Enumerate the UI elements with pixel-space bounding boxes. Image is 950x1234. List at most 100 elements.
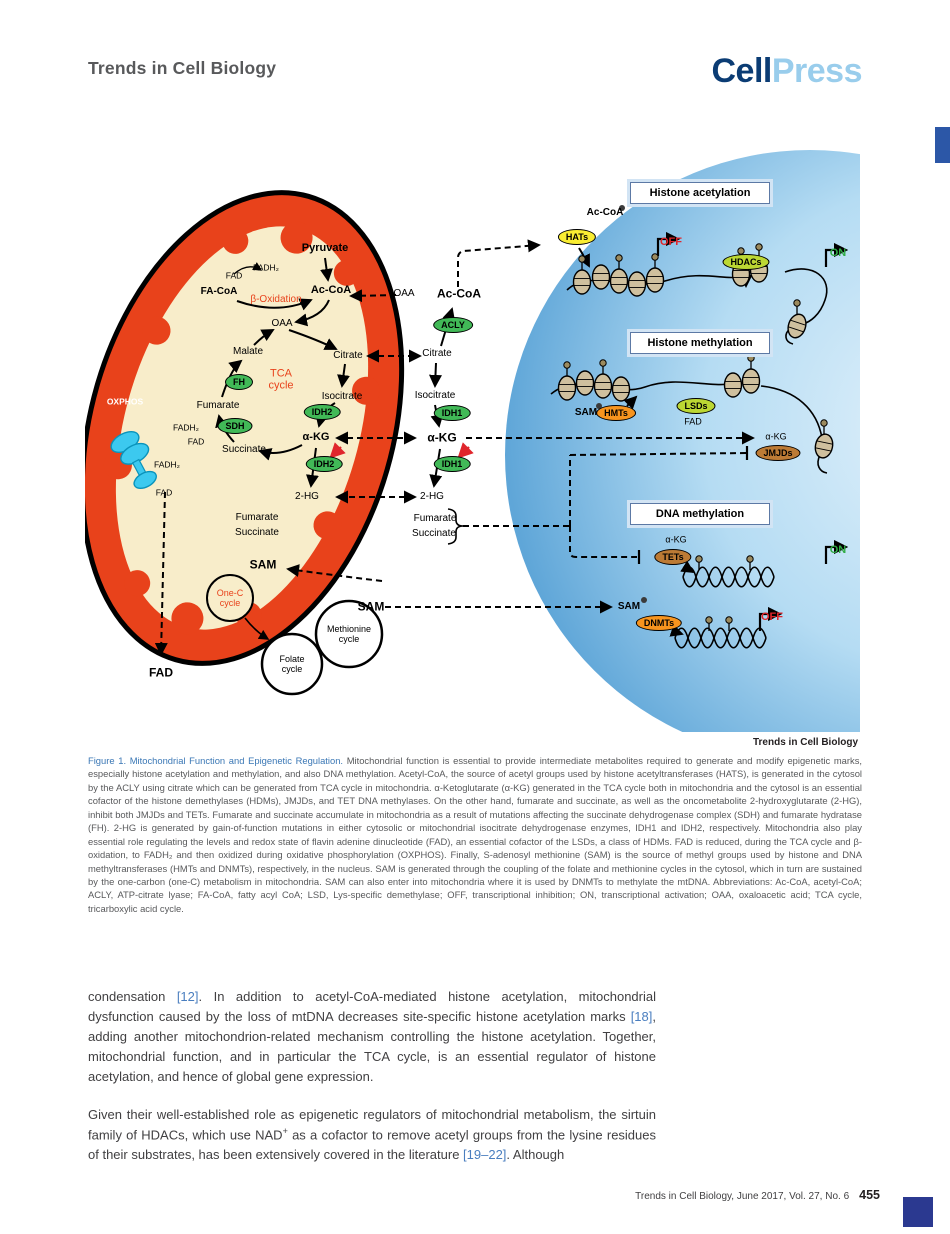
label-akg-jmjds: α-KG <box>765 431 787 442</box>
label-oxphos: OXPHOS <box>106 396 144 407</box>
label-off-acetylation: OFF <box>660 236 682 249</box>
label-succinate-mito: Succinate <box>222 443 266 455</box>
label-fad-mito-2: FAD <box>187 436 205 447</box>
enzyme-idh1-b: IDH1 <box>433 456 471 472</box>
p1-text: condensation <box>88 989 177 1004</box>
figure-1-diagram: Histone acetylation Histone methylation … <box>85 140 860 732</box>
label-akg-cytosol: α-KG <box>427 430 457 445</box>
label-fumarate-mito: Fumarate <box>196 399 240 411</box>
label-folate-cycle: Folate cycle <box>279 653 305 674</box>
label-pyruvate: Pyruvate <box>301 242 349 255</box>
label-fad-mito-3: FAD <box>155 487 173 498</box>
label-succinate-cytosol: Succinate <box>412 527 456 539</box>
label-fad-mito: FAD <box>225 270 243 281</box>
figure-svg <box>85 150 860 732</box>
label-sam-mito: SAM <box>249 557 277 572</box>
enzyme-hdacs: HDACs <box>722 254 770 270</box>
enzyme-idh1-a: IDH1 <box>433 405 471 421</box>
label-fumarate-mito-2: Fumarate <box>235 511 279 523</box>
label-malate: Malate <box>232 345 264 357</box>
label-beta-oxidation: β-Oxidation <box>250 293 302 305</box>
p2-text: as a cofactor to remove acetyl groups fr… <box>88 1127 656 1163</box>
label-fadh2-mito-3: FADH₂ <box>154 459 180 470</box>
mutation-arrows <box>329 442 474 459</box>
enzyme-jmjds: JMJDs <box>755 445 801 461</box>
label-tca-cycle: TCA cycle <box>268 367 294 392</box>
citation-12[interactable]: [12] <box>176 989 199 1004</box>
inhibition-bars <box>637 446 749 564</box>
label-citrate-mito: Citrate <box>333 349 363 361</box>
label-akg-mito: α-KG <box>302 431 330 444</box>
label-off-dna: OFF <box>761 611 783 624</box>
figure-caption-title: Figure 1. Mitochondrial Function and Epi… <box>88 755 344 766</box>
p1-text: , adding another mitochondrion-related m… <box>88 1008 656 1084</box>
transcription-arrows <box>656 231 849 631</box>
label-oaa-mito: OAA <box>271 317 293 329</box>
label-2hg-mito: 2-HG <box>295 490 319 502</box>
p2-text: . Although <box>506 1147 565 1163</box>
enzyme-hats: HATs <box>557 229 597 245</box>
nad-superscript: + <box>282 1125 288 1136</box>
oxphos-complex-icon <box>110 431 157 490</box>
figure-caption: Figure 1. Mitochondrial Function and Epi… <box>88 754 862 915</box>
citation-19-22[interactable]: [19–22] <box>463 1147 507 1163</box>
metabolite-bracket <box>447 508 464 545</box>
label-isocitrate-mito: Isocitrate <box>321 390 363 402</box>
enzyme-lsds: LSDs <box>676 398 716 414</box>
metabolic-cycle-circles <box>206 574 384 696</box>
label-sam-cytosol: SAM <box>357 599 385 614</box>
label-isocitrate-cytosol: Isocitrate <box>414 389 456 401</box>
label-fa-coa: FA-CoA <box>200 285 238 297</box>
label-fadh2-mito: FADH₂ <box>253 262 279 273</box>
panel-dna-methylation: DNA methylation <box>630 503 770 525</box>
p1-text: . In addition to acetyl-CoA-mediated his… <box>88 989 657 1024</box>
page-footer: Trends in Cell Biology, June 2017, Vol. … <box>635 1188 880 1202</box>
enzyme-idh2-a: IDH2 <box>303 404 341 420</box>
mitochondrion <box>85 190 405 666</box>
label-sam-methylation: SAM <box>574 406 598 418</box>
label-fad-nucleus: FAD <box>684 416 702 427</box>
nucleus-region <box>505 150 860 732</box>
enzyme-fh: FH <box>225 374 253 390</box>
logo-press: Press <box>771 52 863 90</box>
label-ac-coa-mito: Ac-CoA <box>310 284 352 297</box>
label-fadh2-mito-2: FADH₂ <box>173 422 199 433</box>
enzyme-hmts: HMTs <box>596 405 636 421</box>
logo-cell: Cell <box>711 52 773 90</box>
label-fumarate-cytosol: Fumarate <box>413 512 457 524</box>
enzyme-sdh: SDH <box>217 418 253 434</box>
journal-title: Trends in Cell Biology <box>88 58 277 78</box>
dna-helices <box>674 566 775 649</box>
solid-arrows <box>215 247 753 640</box>
figure-watermark: Trends in Cell Biology <box>752 737 858 748</box>
enzyme-idh2-b: IDH2 <box>305 456 343 472</box>
label-ac-coa-cytosol: Ac-CoA <box>437 286 481 301</box>
page-edge-tab <box>935 127 950 163</box>
label-fad-bottom: FAD <box>149 665 173 680</box>
enzyme-acly: ACLY <box>433 317 473 333</box>
cellpress-logo: CellPress <box>712 52 863 91</box>
label-sam-dna: SAM <box>617 600 641 612</box>
label-ac-coa-nucleus: Ac-CoA <box>586 206 624 218</box>
footer-blue-square <box>903 1197 933 1227</box>
label-methionine-cycle: Methionine cycle <box>326 623 372 644</box>
label-succinate-mito-2: Succinate <box>235 526 279 538</box>
body-paragraph-1: condensation [12]. In addition to acetyl… <box>88 987 656 1086</box>
figure-caption-body: Mitochondrial function is essential to p… <box>88 755 862 914</box>
dashed-arrows <box>154 239 755 656</box>
label-2hg-cytosol: 2-HG <box>420 490 444 502</box>
label-one-c-cycle: One-C cycle <box>216 587 244 608</box>
label-on-dna: ON <box>829 544 847 557</box>
label-citrate-cytosol: Citrate <box>422 347 452 359</box>
label-oaa-cytosol: OAA <box>393 287 415 299</box>
enzyme-tets: TETs <box>654 549 692 565</box>
page-number: 455 <box>859 1188 880 1202</box>
label-akg-tets: α-KG <box>665 534 687 545</box>
p2-text: Given their well-established role as epi… <box>88 1107 656 1143</box>
panel-histone-methylation: Histone methylation <box>630 332 770 354</box>
body-paragraph-2: Given their well-established role as epi… <box>88 1105 656 1165</box>
citation-18[interactable]: [18] <box>630 1008 653 1024</box>
footer-citation: Trends in Cell Biology, June 2017, Vol. … <box>635 1191 850 1202</box>
enzyme-dnmts: DNMTs <box>635 615 683 631</box>
